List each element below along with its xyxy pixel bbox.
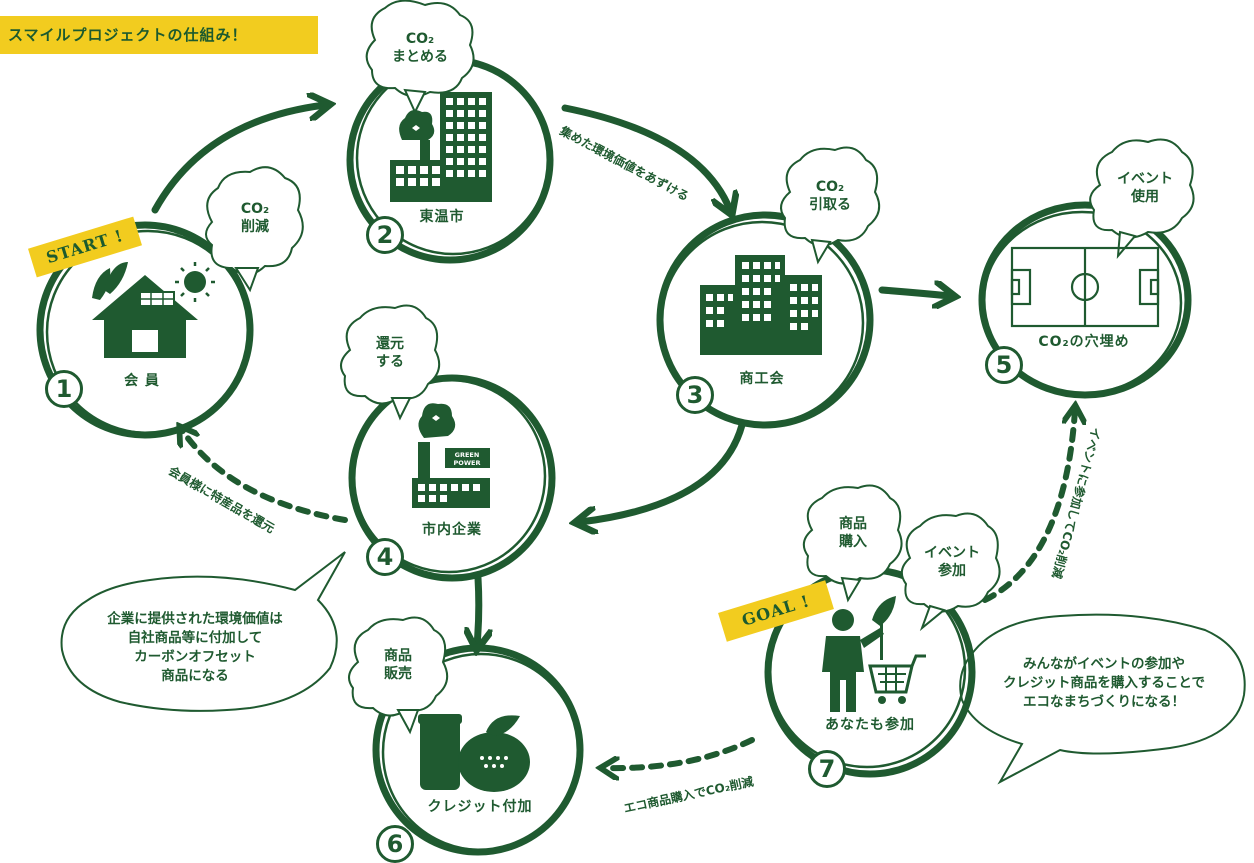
node-6-number: 6 bbox=[376, 825, 414, 863]
bubble-4-line-2: する bbox=[376, 354, 404, 370]
node-7-number: 7 bbox=[808, 750, 846, 788]
right-callout-line-2: クレジット商品を購入することで bbox=[1002, 675, 1206, 691]
office-buildings-icon bbox=[700, 255, 822, 355]
bubble-1-line-1: CO₂ bbox=[240, 201, 270, 217]
node-4-number: 4 bbox=[366, 538, 404, 576]
bubble-6-line-1: 商品 bbox=[384, 648, 412, 664]
bubble-7a-line-1: 商品 bbox=[839, 516, 867, 532]
arrow-3-to-4 bbox=[580, 421, 746, 522]
left-callout-line-2: 自社商品等に付加して bbox=[127, 630, 263, 646]
bubble-4-text: 還元 する bbox=[345, 335, 435, 371]
soccer-field-icon bbox=[1010, 246, 1160, 328]
node-3-circle-sketch bbox=[659, 220, 865, 426]
bubble-6-line-2: 販売 bbox=[384, 666, 412, 682]
right-callout-bubble bbox=[959, 613, 1246, 785]
arrow-3-to-5 bbox=[878, 290, 950, 296]
arrow-7-to-6 bbox=[605, 737, 755, 768]
page-title: スマイルプロジェクトの仕組み！ bbox=[0, 16, 318, 54]
green-power-factory-icon: GREEN POWER bbox=[412, 403, 490, 508]
arrow-4-to-6 bbox=[477, 574, 479, 645]
right-callout-text: みんながイベントの参加や クレジット商品を購入することで エコなまちづくりになる… bbox=[966, 655, 1242, 712]
house-solar-icon bbox=[92, 262, 215, 358]
node-1-number: 1 bbox=[45, 370, 83, 408]
bubble-3-tail bbox=[810, 238, 832, 265]
right-callout-line-1: みんながイベントの参加や bbox=[1023, 656, 1185, 672]
bubble-7a-shape bbox=[802, 484, 903, 585]
node-3-number: 3 bbox=[676, 376, 714, 414]
svg-text:POWER: POWER bbox=[454, 459, 481, 467]
node-1-circle-sketch bbox=[45, 229, 251, 435]
bubble-7b-text: イベント 参加 bbox=[907, 544, 997, 580]
node-5-circle-sketch bbox=[981, 210, 1183, 396]
bubble-5-shape bbox=[1089, 138, 1195, 239]
bubble-6-tail bbox=[396, 709, 420, 735]
bubble-5-line-1: イベント bbox=[1117, 171, 1173, 187]
node-7-label: あなたも参加 bbox=[825, 717, 915, 733]
bubble-7b-shape bbox=[900, 512, 1001, 613]
node-2-label: 東温市 bbox=[419, 209, 465, 225]
person-cart-icon bbox=[822, 596, 926, 712]
bubble-3-text: CO₂ 引取る bbox=[785, 178, 875, 214]
node-3-label: 商工会 bbox=[739, 371, 785, 387]
bubble-6-shape bbox=[348, 616, 449, 717]
arrow-4-to-1 bbox=[182, 430, 348, 523]
bubble-1-tail bbox=[234, 267, 260, 293]
products-icon bbox=[418, 714, 530, 792]
bubble-5-text: イベント 使用 bbox=[1100, 170, 1190, 206]
bubble-2-tail bbox=[403, 88, 427, 115]
node-6-circle-sketch bbox=[381, 652, 581, 852]
bubble-7a-text: 商品 購入 bbox=[808, 515, 898, 551]
bubble-2-shape bbox=[365, 0, 475, 98]
bubble-1-text: CO₂ 削減 bbox=[210, 200, 300, 236]
city-buildings-icon bbox=[390, 92, 492, 202]
bubble-3-shape bbox=[780, 146, 881, 247]
arrow-7-to-5 bbox=[982, 410, 1075, 603]
bubble-4-shape bbox=[340, 304, 441, 405]
left-callout-bubble bbox=[60, 551, 346, 712]
arrow-1-to-2 bbox=[151, 105, 325, 214]
node-4-circle-sketch bbox=[351, 378, 547, 574]
bubble-1-line-2: 削減 bbox=[241, 219, 269, 235]
bubble-4-tail bbox=[390, 397, 412, 421]
right-callout-line-3: エコなまちづくりになる！ bbox=[1023, 694, 1185, 710]
bubble-3-line-1: CO₂ bbox=[815, 179, 845, 195]
left-callout-text: 企業に提供された環境価値は 自社商品等に付加して カーボンオフセット 商品になる bbox=[70, 610, 320, 686]
svg-text:GREEN: GREEN bbox=[455, 451, 480, 459]
arrow-2-to-3 bbox=[561, 104, 730, 210]
bubble-7a-tail bbox=[840, 576, 862, 603]
bubble-7b-tail bbox=[919, 604, 947, 632]
bubble-2-text: CO₂ まとめる bbox=[375, 30, 465, 66]
node-1-label: 会 員 bbox=[124, 373, 160, 389]
bubble-7b-line-1: イベント bbox=[924, 545, 980, 561]
left-callout-line-1: 企業に提供された環境価値は bbox=[107, 611, 283, 627]
bubble-7a-line-2: 購入 bbox=[839, 534, 867, 550]
left-callout-line-4: 商品になる bbox=[161, 668, 229, 684]
bubble-7b-line-2: 参加 bbox=[938, 563, 966, 579]
node-4-label: 市内企業 bbox=[422, 522, 482, 538]
bubble-5-line-2: 使用 bbox=[1131, 189, 1159, 205]
node-5-number: 5 bbox=[985, 346, 1023, 384]
bubble-6-text: 商品 販売 bbox=[353, 647, 443, 683]
node-2-number: 2 bbox=[366, 216, 404, 254]
left-callout-line-3: カーボンオフセット bbox=[134, 649, 256, 665]
bubble-4-line-1: 還元 bbox=[376, 336, 404, 352]
bubble-2-line-1: CO₂ bbox=[405, 31, 435, 47]
node-5-label: CO₂の穴埋め bbox=[1038, 334, 1130, 350]
bubble-1-shape bbox=[205, 166, 304, 276]
bubble-3-line-2: 引取る bbox=[809, 197, 851, 213]
node-6-label: クレジット付加 bbox=[427, 799, 533, 815]
bubble-2-line-2: まとめる bbox=[392, 49, 448, 65]
bubble-5-tail bbox=[1116, 230, 1137, 260]
